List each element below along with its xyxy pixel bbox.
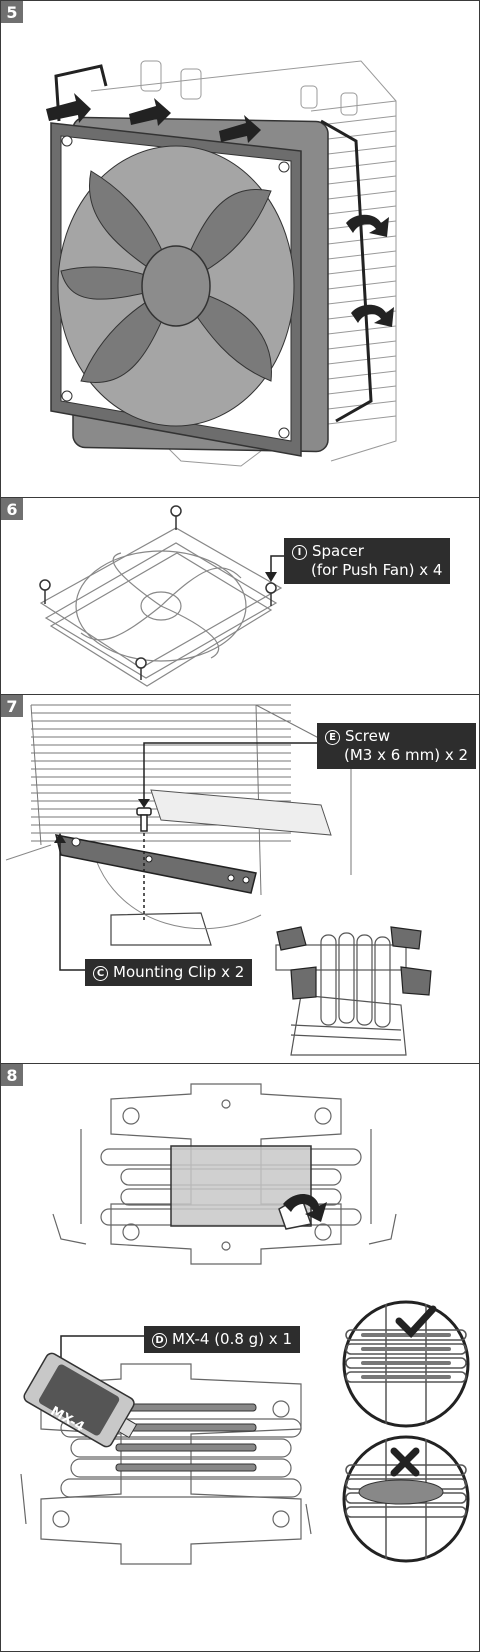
callout-detail: (for Push Fan) x 4 (311, 561, 443, 579)
part-letter-badge: I (292, 545, 307, 560)
spacer-installation-illustration (39, 505, 311, 687)
cross-mark-icon (390, 1447, 420, 1477)
check-mark-icon (395, 1305, 437, 1339)
step-6-panel: 6 I Spacer (for Push Fan) x 4 (0, 497, 480, 695)
step-number: 8 (1, 1064, 23, 1086)
part-letter-badge: E (325, 730, 340, 745)
clip-callout: C Mounting Clip x 2 (85, 959, 253, 986)
step-number: 7 (1, 695, 23, 717)
callout-title: MX-4 (0.8 g) x 1 (172, 1330, 292, 1348)
spacer-callout: I Spacer (for Push Fan) x 4 (284, 538, 451, 584)
callout-title: Spacer (312, 542, 364, 560)
part-letter-badge: C (93, 966, 108, 981)
step-number: 6 (1, 498, 23, 520)
paste-callout: D MX-4 (0.8 g) x 1 (144, 1326, 300, 1353)
callout-title: Mounting Clip x 2 (113, 963, 245, 981)
step-5-panel: 5 (0, 0, 480, 498)
thermal-paste-illustration (20, 1083, 470, 1565)
fan-mounting-illustration (46, 60, 397, 467)
callout-detail: (M3 x 6 mm) x 2 (344, 746, 469, 764)
paste-tube (23, 1352, 138, 1448)
mounting-clip-illustration (5, 704, 432, 1056)
step-8-panel: 8 (0, 1063, 480, 1652)
callout-title: Screw (345, 727, 391, 745)
peel-arrow-icon (283, 1194, 327, 1222)
step-7-panel: 7 (0, 694, 480, 1064)
spacers (39, 505, 277, 680)
screw-callout: E Screw (M3 x 6 mm) x 2 (317, 723, 477, 769)
step-number: 5 (1, 1, 23, 23)
part-letter-badge: D (152, 1333, 167, 1348)
